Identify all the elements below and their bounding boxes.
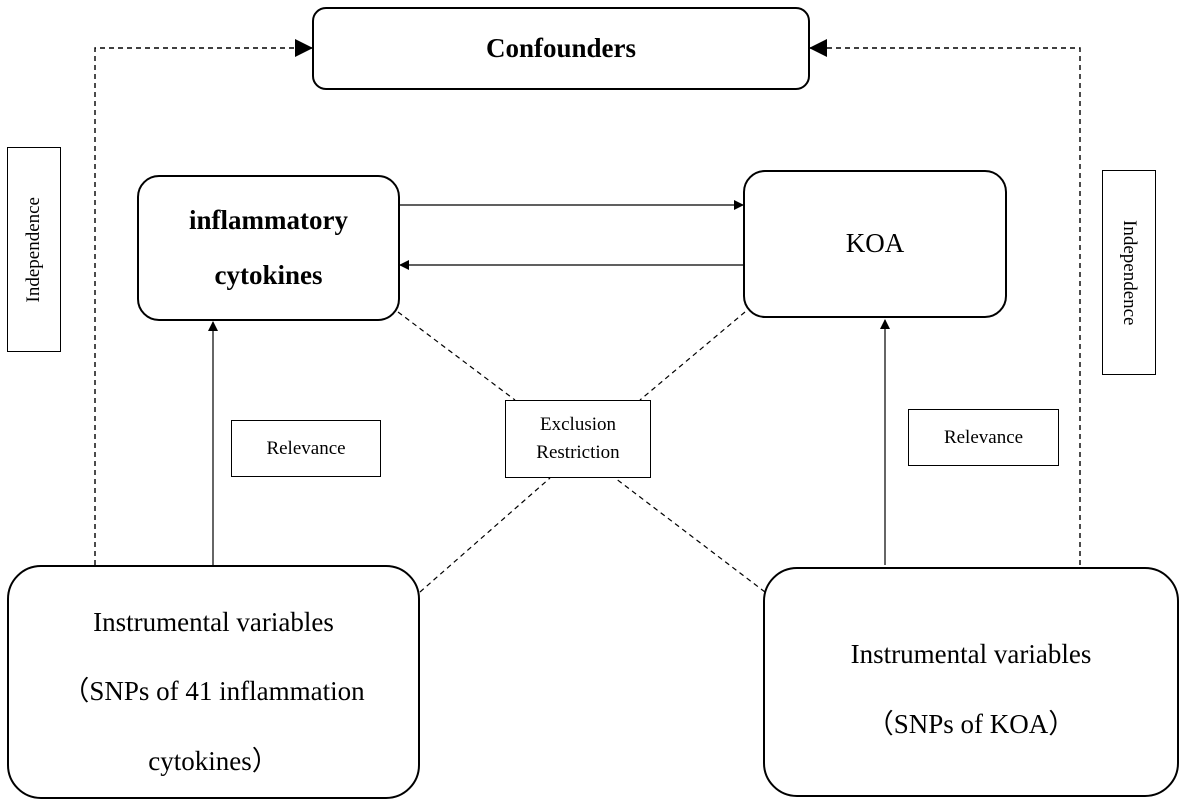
relevance-label-right: Relevance (943, 426, 1024, 448)
relevance-label-left-box: Relevance (231, 420, 381, 477)
independence-label-right: Independence (1119, 219, 1140, 326)
relevance-label-left: Relevance (266, 437, 346, 459)
confounders-label: Confounders (485, 33, 637, 63)
outcome-box: KOA (743, 170, 1007, 318)
exclusion-line-outcome (639, 311, 746, 401)
outcome-label: KOA (845, 228, 905, 258)
iv-left-line3: cytokines） (148, 746, 279, 776)
exposure-box: inflammatory cytokines (137, 175, 400, 321)
exclusion-line-iv-left (419, 477, 551, 593)
iv-right-line1: Instrumental variables (850, 639, 1092, 669)
exclusion-label-line2: Restriction (536, 442, 620, 463)
exposure-label-line2: cytokines (214, 260, 323, 290)
independence-label-left: Independence (23, 196, 44, 303)
independence-path-left (94, 39, 313, 565)
independence-label-left-box: Independence (7, 147, 61, 352)
independence-path-right (809, 39, 1081, 565)
confounders-box: Confounders (312, 7, 810, 90)
exclusion-label-line1: Exclusion (540, 414, 616, 436)
iv-left-line2: （SNPs of 41 inflammation (62, 676, 365, 706)
exclusion-restriction-box: Exclusion Restriction (505, 400, 651, 478)
independence-label-right-box: Independence (1102, 170, 1156, 375)
iv-left-box: Instrumental variables （SNPs of 41 infla… (7, 565, 420, 799)
relevance-label-right-box: Relevance (908, 409, 1059, 466)
iv-right-box: Instrumental variables （SNPs of KOA） (763, 567, 1179, 797)
exposure-label-line1: inflammatory (189, 205, 348, 235)
exclusion-line-iv-right (614, 477, 766, 593)
iv-left-line1: Instrumental variables (93, 607, 334, 637)
exclusion-line-exposure (397, 311, 516, 401)
iv-right-line2: （SNPs of KOA） (866, 709, 1076, 739)
